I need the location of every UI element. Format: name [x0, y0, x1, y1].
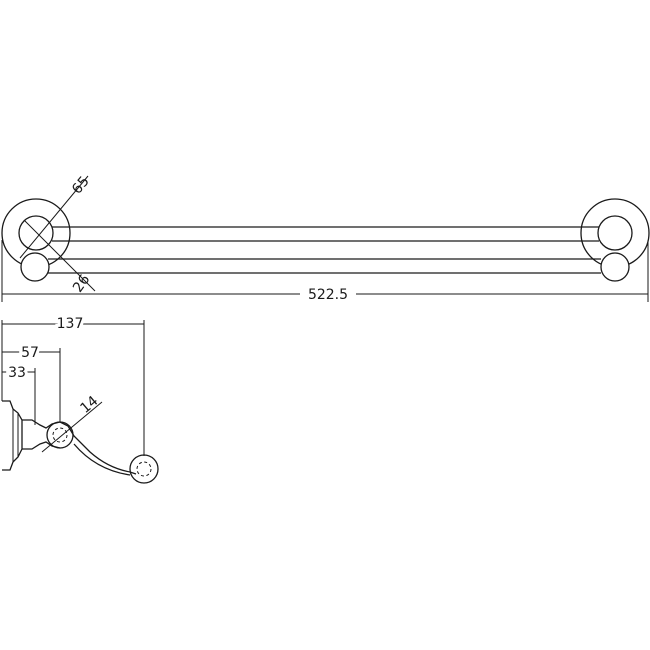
hook-diameter-line	[41, 401, 103, 453]
front-view: 65 26 522.5	[1, 173, 650, 303]
hook-end	[129, 454, 159, 484]
hook-end-dashed	[136, 461, 152, 477]
right-rosette-inner	[597, 215, 633, 251]
arm-body-lower	[22, 441, 61, 450]
bar-diameter-label: 26	[70, 272, 93, 296]
hook-diameter-label: 14	[77, 393, 101, 417]
first-offset-label: 33	[8, 365, 26, 381]
first-rail-section-dashed	[52, 427, 68, 443]
left-rosette-inner	[18, 215, 54, 251]
projection-label: 137	[57, 316, 84, 332]
arm-body	[22, 419, 137, 475]
wall-plate	[2, 400, 23, 471]
right-bar-end	[600, 252, 630, 282]
rosette-diameter-line	[19, 175, 89, 259]
side-view: 14 137 57 33	[1, 313, 159, 484]
second-offset-label: 57	[21, 345, 39, 361]
hook-curve	[73, 443, 131, 476]
left-bar-end	[20, 252, 50, 282]
overall-length-label: 522.5	[308, 287, 348, 303]
bar-diameter-line	[23, 219, 96, 292]
